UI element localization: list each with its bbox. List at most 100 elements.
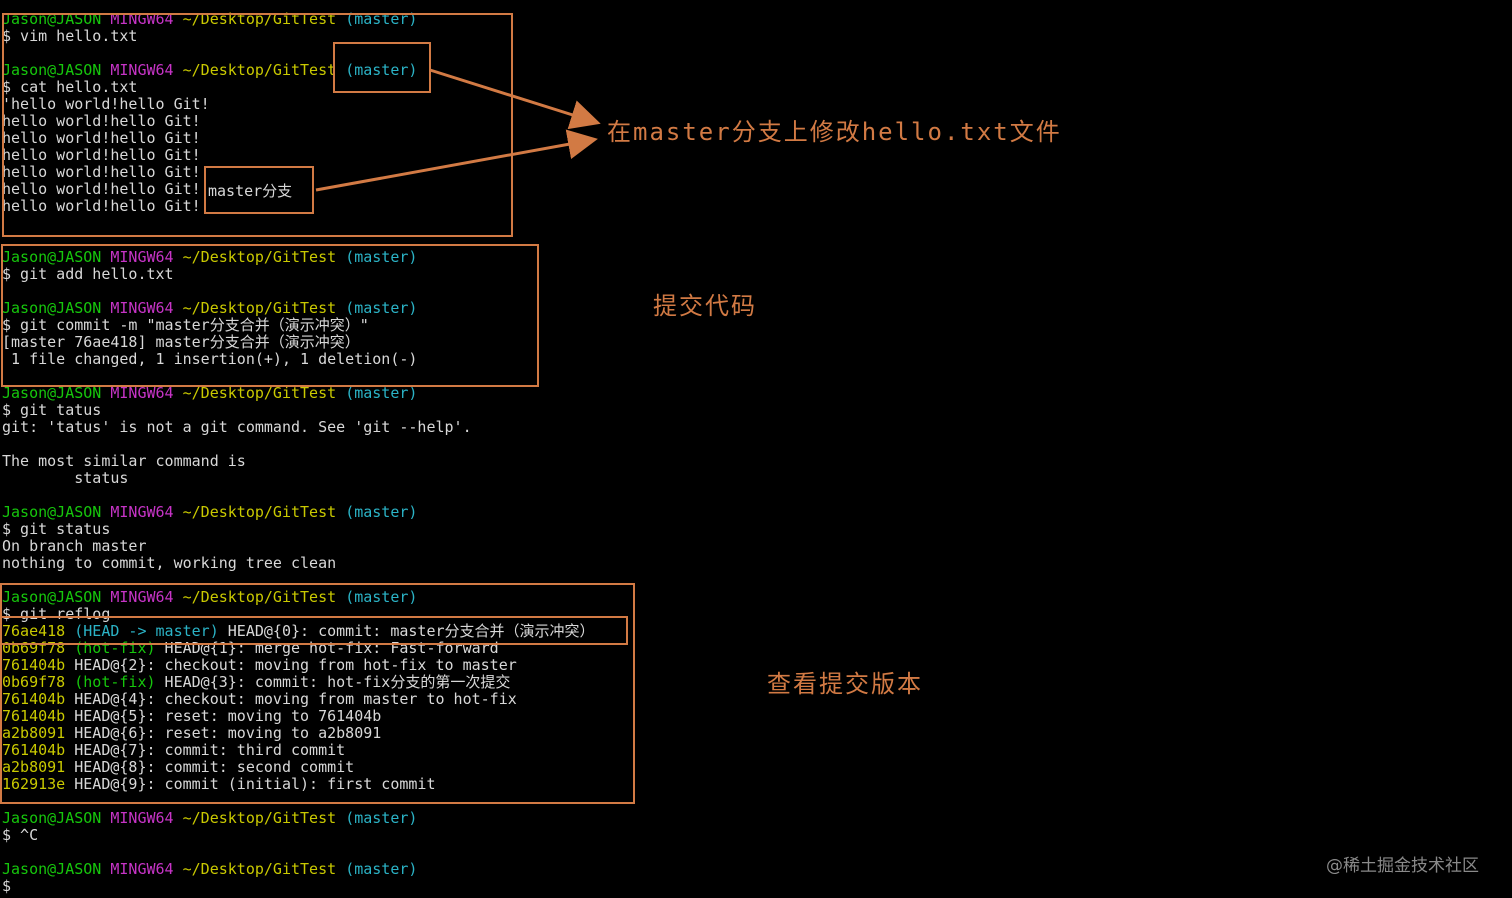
prompt-user: Jason@JASON [2,61,102,79]
watermark: @稀土掘金技术社区 [1326,856,1479,876]
prompt-path: ~/Desktop/GitTest [182,809,337,827]
reflog-message: HEAD@{5}: reset: moving to 761404b [65,707,382,725]
output-line: $ git add hello.txt [2,265,174,283]
prompt-branch: (master) [345,860,418,878]
output-line: hello world!hello Git! [2,163,201,181]
ref-decoration: (HEAD -> master) [74,622,219,640]
master-branch-label: master分支 [208,182,293,200]
prompt-line: Jason@JASON MINGW64 ~/Desktop/GitTest (m… [2,504,417,521]
commit-hash: 761404b [2,690,66,708]
prompt-line: Jason@JASON MINGW64 ~/Desktop/GitTest (m… [2,589,417,606]
output-line: hello world!hello Git! [2,146,201,164]
arrow-from-branch [429,68,601,130]
prompt-path: ~/Desktop/GitTest [182,588,337,606]
prompt-path: ~/Desktop/GitTest [182,299,337,317]
reflog-entry: a2b8091 HEAD@{6}: reset: moving to a2b80… [2,725,381,742]
prompt-branch: (master) [345,503,418,521]
prompt-msys: MINGW64 [110,503,174,521]
reflog-highlight-box [0,583,635,804]
commit-hash: 0b69f78 [2,673,66,691]
commit-annotation: 提交代码 [653,292,757,320]
prompt-user: Jason@JASON [2,299,102,317]
commit-hash: a2b8091 [2,758,66,776]
output-line: git: 'tatus' is not a git command. See '… [2,418,472,436]
output-line: $ cat hello.txt [2,78,138,96]
edit-annotation: 在master分支上修改hello.txt文件 [607,118,1062,146]
prompt-path: ~/Desktop/GitTest [182,860,337,878]
reflog-message: HEAD@{3}: commit: hot-fix分支的第一次提交 [155,673,511,691]
prompt-user: Jason@JASON [2,384,102,402]
prompt-user: Jason@JASON [2,588,102,606]
prompt-line: Jason@JASON MINGW64 ~/Desktop/GitTest (m… [2,62,417,79]
reflog-entry: 761404b HEAD@{2}: checkout: moving from … [2,657,517,674]
output-line: nothing to commit, working tree clean [2,554,337,572]
prompt-msys: MINGW64 [110,61,174,79]
reflog-entry: 76ae418 (HEAD -> master) HEAD@{0}: commi… [2,623,595,640]
arrow-from-master-label [315,129,598,192]
output-line: hello world!hello Git! [2,180,201,198]
output-line: hello world!hello Git! [2,197,201,215]
prompt-branch: (master) [345,61,418,79]
output-line: $ ^C [2,826,39,844]
prompt-path: ~/Desktop/GitTest [182,248,337,266]
prompt-branch: (master) [345,809,418,827]
reflog-entry: 761404b HEAD@{7}: commit: third commit [2,742,345,759]
master-label-box [204,166,314,214]
output-line: hello world!hello Git! [2,129,201,147]
output-line: [master 76ae418] master分支合并（演示冲突） [2,333,360,351]
prompt-msys: MINGW64 [110,248,174,266]
prompt-path: ~/Desktop/GitTest [182,384,337,402]
commit-hash: 761404b [2,656,66,674]
prompt-msys: MINGW64 [110,860,174,878]
output-line: status [2,469,129,487]
prompt-line: Jason@JASON MINGW64 ~/Desktop/GitTest (m… [2,861,417,878]
prompt-user: Jason@JASON [2,248,102,266]
output-line: 'hello world!hello Git! [2,95,210,113]
prompt-line: Jason@JASON MINGW64 ~/Desktop/GitTest (m… [2,385,417,402]
reflog-message: HEAD@{2}: checkout: moving from hot-fix … [65,656,517,674]
prompt-branch: (master) [345,248,418,266]
ref-decoration: (hot-fix) [74,673,156,691]
output-line: $ git reflog [2,605,111,623]
prompt-user: Jason@JASON [2,809,102,827]
prompt-user: Jason@JASON [2,860,102,878]
commit-highlight-box [1,244,539,387]
prompt-msys: MINGW64 [110,809,174,827]
output-line: $ vim hello.txt [2,27,138,45]
prompt-msys: MINGW64 [110,384,174,402]
reflog-entry: 761404b HEAD@{4}: checkout: moving from … [2,691,517,708]
vim-cat-highlight-box [2,13,513,237]
output-line: On branch master [2,537,147,555]
prompt-msys: MINGW64 [110,299,174,317]
prompt-line: Jason@JASON MINGW64 ~/Desktop/GitTest (m… [2,249,417,266]
prompt-branch: (master) [345,588,418,606]
commit-hash: a2b8091 [2,724,66,742]
reflog-message: HEAD@{8}: commit: second commit [65,758,355,776]
reflog-entry: 162913e HEAD@{9}: commit (initial): firs… [2,776,435,793]
prompt-user: Jason@JASON [2,503,102,521]
output-line: $ git status [2,520,111,538]
reflog-entry: a2b8091 HEAD@{8}: commit: second commit [2,759,354,776]
reflog-message: HEAD@{6}: reset: moving to a2b8091 [65,724,382,742]
reflog-entry: 0b69f78 (hot-fix) HEAD@{3}: commit: hot-… [2,674,510,691]
prompt-msys: MINGW64 [110,588,174,606]
reflog-annotation: 查看提交版本 [767,670,923,698]
head-entry-highlight-box [0,616,628,645]
output-line: The most similar command is [2,452,246,470]
reflog-message: HEAD@{4}: checkout: moving from master t… [65,690,517,708]
commit-hash: 761404b [2,707,66,725]
commit-hash: 162913e [2,775,66,793]
reflog-message: HEAD@{9}: commit (initial): first commit [65,775,436,793]
prompt-branch: (master) [345,384,418,402]
reflog-message: HEAD@{0}: commit: master分支合并（演示冲突） [218,622,595,640]
output-line: $ [2,877,12,895]
output-line: $ git commit -m "master分支合并（演示冲突）" [2,316,369,334]
branch-highlight-box [333,42,431,93]
reflog-message: HEAD@{7}: commit: third commit [65,741,346,759]
commit-hash: 76ae418 [2,622,66,640]
prompt-line: Jason@JASON MINGW64 ~/Desktop/GitTest (m… [2,810,417,827]
commit-hash: 761404b [2,741,66,759]
prompt-branch: (master) [345,299,418,317]
prompt-path: ~/Desktop/GitTest [182,503,337,521]
